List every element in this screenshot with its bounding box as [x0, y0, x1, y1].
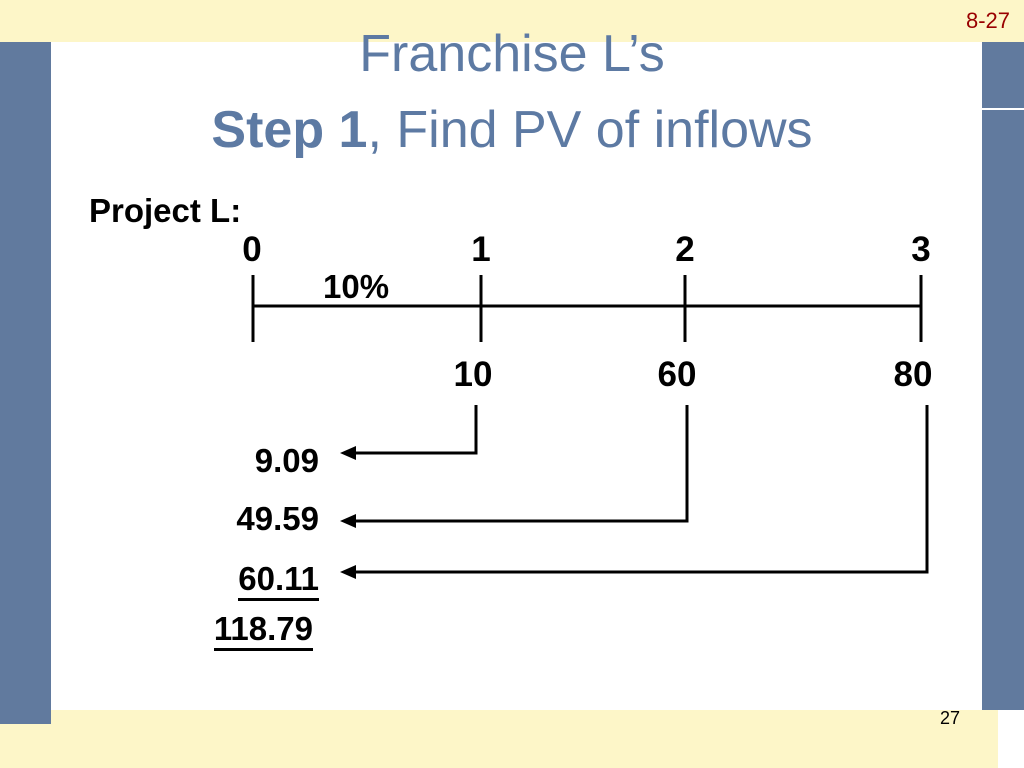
present-value-column: 9.09 49.59 60.11 118.79	[150, 0, 320, 768]
present-value-total: 118.79	[213, 610, 313, 651]
period-label-0: 0	[242, 230, 262, 269]
slide-reference: 8-27	[965, 8, 1010, 33]
period-label-2: 2	[675, 230, 695, 269]
top-band	[35, 0, 1024, 42]
arrow-head-3	[340, 565, 356, 579]
discount-connector-3	[350, 405, 929, 574]
slide-title-line1: Franchise L’s	[359, 25, 665, 83]
title-step-label: Step 1	[211, 101, 368, 159]
present-value-2: 49.59	[236, 500, 319, 537]
bottom-band	[51, 710, 998, 768]
arrow-head-2	[340, 514, 356, 528]
left-blue-bar	[0, 42, 51, 724]
title-step-text: , Find PV of inflows	[367, 101, 813, 159]
discount-connector-2	[350, 405, 689, 523]
present-value-1: 9.09	[254, 442, 319, 479]
present-value-3: 60.11	[238, 560, 319, 601]
slide-title-line2: Step 1, Find PV of inflows	[0, 100, 1024, 160]
period-label-3: 3	[911, 230, 931, 269]
period-label-1: 1	[471, 230, 491, 269]
discount-rate: 10%	[323, 268, 390, 305]
right-blue-bar	[982, 42, 1024, 710]
project-label: Project L:	[89, 192, 242, 229]
cash-flow-1: 10	[453, 355, 493, 394]
right-bar-divider	[982, 108, 1024, 110]
right-cream-block	[982, 0, 1024, 42]
arrow-head-1	[340, 446, 356, 460]
cash-flow-3: 80	[893, 355, 933, 394]
bottom-left-band	[0, 724, 51, 768]
page-number: 27	[940, 708, 961, 728]
cash-flow-2: 60	[657, 355, 697, 394]
discount-connector-1	[350, 405, 478, 455]
